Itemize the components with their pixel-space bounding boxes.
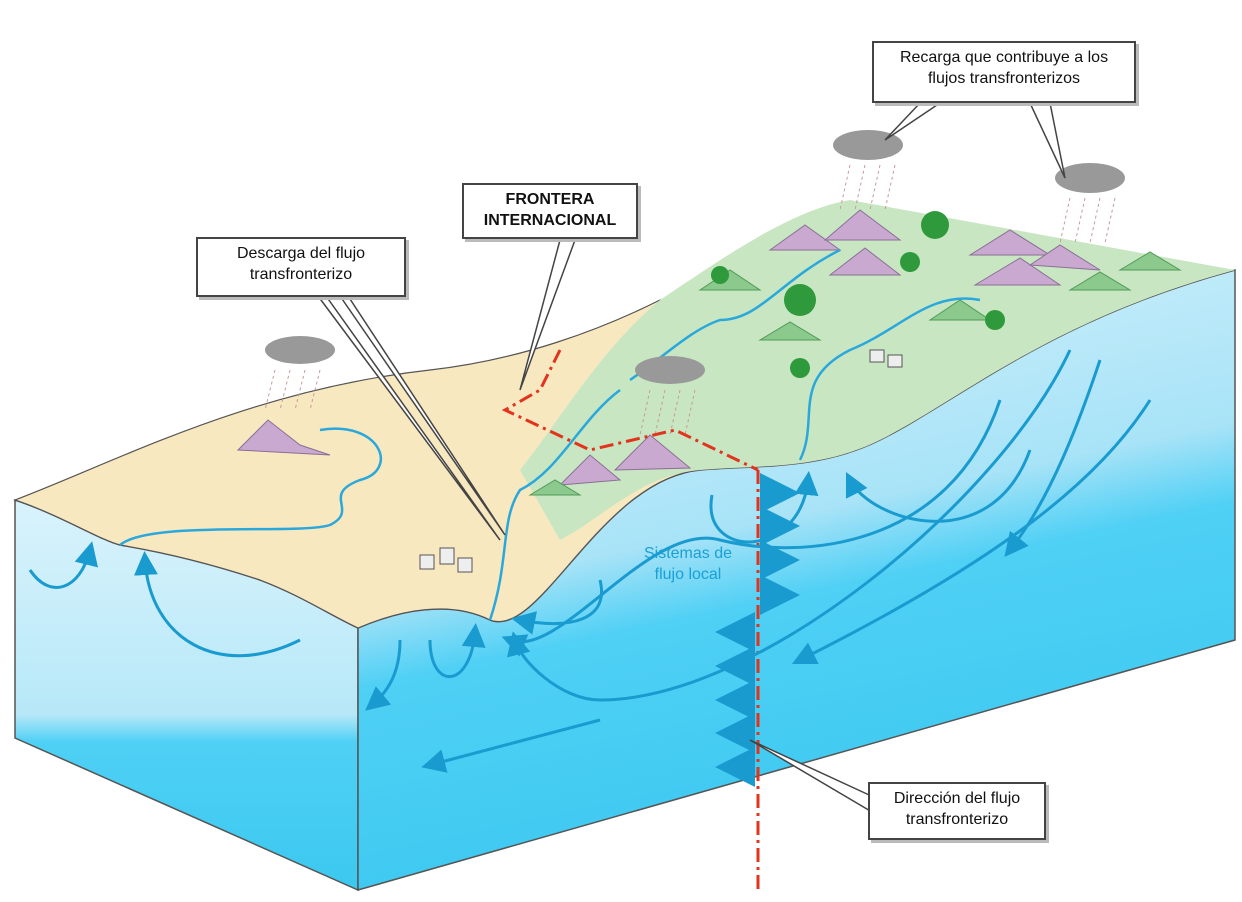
- trees: [711, 211, 1005, 378]
- international-border-line: [501, 349, 760, 890]
- green-hills: [528, 251, 1182, 496]
- rain-clouds: [264, 130, 1125, 436]
- cloud-icon: [264, 336, 335, 411]
- recharge-callout: Recarga que contribuye a los flujos tran…: [872, 41, 1136, 103]
- cloud-icon: [833, 130, 903, 211]
- local-flow-label: Sistemas de flujo local: [643, 545, 733, 583]
- cloud-icon: [1055, 163, 1125, 244]
- border-callout: FRONTERA INTERNACIONAL: [462, 183, 638, 239]
- transboundary-flow-arrows: [715, 473, 800, 787]
- callout-pointers: [316, 102, 1066, 814]
- towns: [419, 349, 903, 573]
- discharge-callout: Descarga del flujo transfronterizo: [196, 237, 406, 297]
- cloud-icon: [635, 356, 705, 436]
- mountains: [236, 209, 1101, 486]
- flow-direction-callout: Dirección del flujo transfronterizo: [868, 782, 1046, 840]
